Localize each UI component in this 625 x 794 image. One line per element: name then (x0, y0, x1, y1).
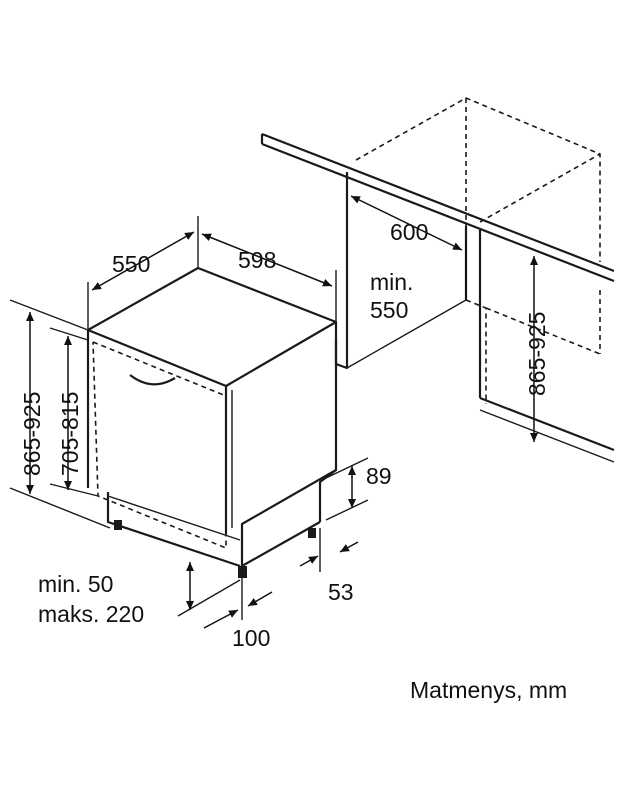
label-niche-width-600: 600 (390, 219, 428, 245)
foot-front-left (114, 520, 122, 530)
label-width-598: 598 (238, 247, 276, 273)
label-depth-550: 550 (112, 251, 150, 277)
label-height-left: 865-925 (19, 392, 45, 476)
foot-back-right (308, 528, 316, 538)
dimension-labels: 550 598 600 min. 550 865-925 865-925 705… (19, 219, 567, 703)
label-foot-100: 100 (232, 625, 270, 651)
label-plinth-89: 89 (366, 463, 392, 489)
label-foot-min: min. 50 (38, 571, 113, 597)
units-caption: Matmenys, mm (410, 677, 567, 703)
label-plinth-53: 53 (328, 579, 354, 605)
label-foot-max: maks. 220 (38, 601, 144, 627)
label-niche-min-550: 550 (370, 297, 408, 323)
door-handle (129, 374, 176, 386)
installation-niche (260, 97, 615, 463)
dimension-lines (9, 195, 538, 629)
label-height-right: 865-925 (524, 312, 550, 396)
label-height-inner: 705-815 (57, 392, 83, 476)
label-niche-min: min. (370, 269, 413, 295)
dishwasher-body (86, 266, 338, 578)
